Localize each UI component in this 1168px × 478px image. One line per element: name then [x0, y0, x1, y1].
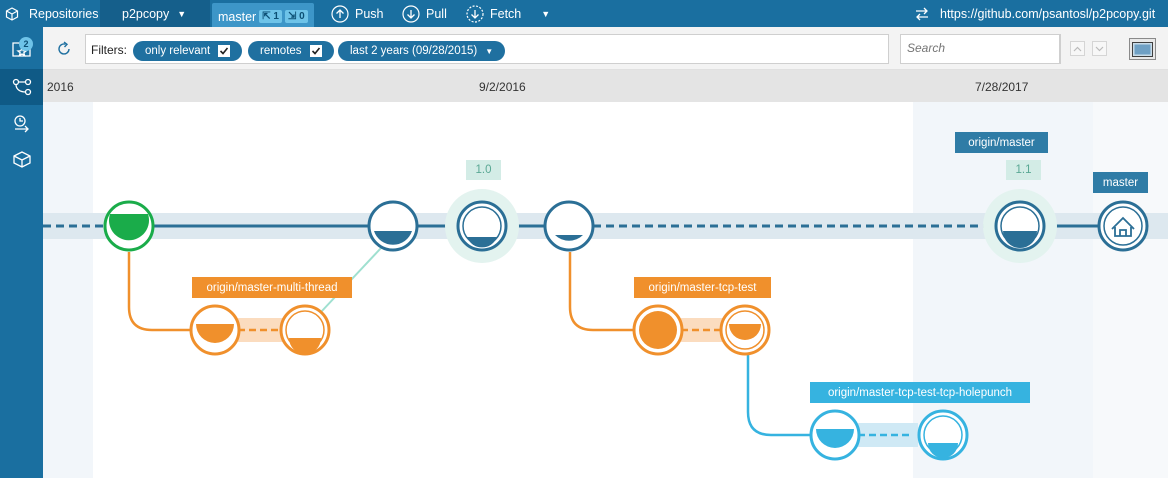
chevron-down-icon: ▼ — [177, 8, 187, 19]
arrow-up-circle-icon — [331, 4, 349, 23]
checkmark-icon — [311, 47, 320, 55]
chevron-down-icon — [1095, 46, 1104, 51]
branch-explorer-graph: origin/master-multi-thread origin/master… — [43, 102, 1168, 478]
branch-explorer-icon — [12, 78, 31, 96]
search-divider — [1060, 34, 1061, 64]
filter-only-relevant-label: only relevant — [145, 45, 211, 57]
changeset-master-head[interactable] — [1097, 200, 1149, 252]
changeset-main-2[interactable] — [543, 200, 595, 252]
ahead-badge: ⇱ 1 — [259, 10, 282, 23]
timeline-date-end: 7/28/2017 — [975, 80, 1029, 94]
search-prev-button[interactable] — [1070, 41, 1085, 56]
branch-name: master — [218, 9, 257, 24]
repo-name: p2pcopy — [122, 6, 170, 21]
label-master[interactable]: master — [1093, 172, 1148, 193]
packages-icon — [12, 151, 31, 168]
ahead-count: 1 — [273, 11, 279, 22]
repositories-button[interactable]: Repositories — [5, 0, 98, 27]
branch-selector[interactable]: master ⇱ 1 ⇲ 0 — [212, 3, 314, 30]
filter-date-range[interactable]: last 2 years (09/28/2015) ▼ — [338, 41, 506, 61]
pull-label: Pull — [426, 6, 447, 21]
pull-button[interactable]: Pull — [402, 0, 447, 27]
changeset-multi-thread-2[interactable] — [279, 304, 331, 356]
changeset-holepunch-2[interactable] — [917, 409, 969, 461]
repositories-label: Repositories — [29, 6, 99, 21]
sidebar-item-history[interactable] — [0, 105, 43, 141]
changeset-multi-thread-1[interactable] — [189, 304, 241, 356]
filter-bar: Filters: only relevant remotes last 2 ye… — [43, 27, 1168, 70]
only-relevant-checkbox[interactable] — [218, 45, 231, 57]
sidebar-item-changes[interactable]: 2 — [0, 31, 43, 67]
push-button[interactable]: Push — [331, 0, 384, 27]
changeset-tcp-test-1[interactable] — [632, 304, 684, 356]
fetch-dropdown-icon[interactable]: ▼ — [541, 8, 551, 19]
sidebar-item-packages[interactable] — [0, 141, 43, 177]
period-band-left — [43, 102, 93, 478]
behind-count: 0 — [299, 11, 305, 22]
top-toolbar: Repositories p2pcopy ▼ master ⇱ 1 ⇲ 0 Pu… — [0, 0, 1168, 30]
changeset-origin-master[interactable] — [994, 200, 1046, 252]
repo-selector[interactable]: p2pcopy ▼ — [100, 0, 210, 27]
checkmark-icon — [220, 47, 229, 55]
chevron-up-icon — [1073, 46, 1082, 51]
timeline-header: 2016 9/2/2016 7/28/2017 — [43, 70, 1168, 102]
sidebar-item-branch-explorer[interactable] — [0, 69, 43, 105]
search-box — [900, 34, 1060, 64]
search-input[interactable] — [901, 35, 1041, 61]
behind-badge: ⇲ 0 — [284, 10, 308, 23]
left-sidebar: 2 — [0, 27, 43, 478]
label-origin-master[interactable]: origin/master — [955, 132, 1048, 153]
chevron-down-icon: ▼ — [485, 46, 494, 56]
changeset-green[interactable] — [103, 200, 155, 252]
filter-remotes[interactable]: remotes — [248, 41, 334, 61]
filter-date-range-label: last 2 years (09/28/2015) — [350, 45, 478, 57]
sync-button[interactable] — [914, 0, 930, 27]
changeset-tcp-test-2[interactable] — [719, 304, 771, 356]
home-icon — [1111, 216, 1135, 237]
timeline-date-middle: 9/2/2016 — [479, 80, 526, 94]
push-label: Push — [355, 6, 384, 21]
filter-only-relevant[interactable]: only relevant — [133, 41, 243, 61]
changeset-main-1[interactable] — [367, 200, 419, 252]
changeset-tag-1-0[interactable] — [456, 200, 508, 252]
holepunch-branch-path — [746, 354, 811, 437]
label-holepunch[interactable]: origin/master-tcp-test-tcp-holepunch — [810, 382, 1030, 403]
refresh-icon[interactable] — [56, 41, 72, 57]
panel-layout-icon — [1132, 41, 1153, 57]
remote-url: https://github.com/psantosl/p2pcopy.git — [940, 6, 1156, 21]
cube-icon — [5, 6, 19, 21]
graph-canvas — [43, 102, 1168, 478]
tcp-test-branch-path — [568, 252, 635, 332]
period-band-far-right — [1093, 102, 1168, 478]
history-icon — [13, 115, 29, 133]
label-tcp-test[interactable]: origin/master-tcp-test — [634, 277, 771, 298]
changeset-holepunch-1[interactable] — [809, 409, 861, 461]
layout-toggle-button[interactable] — [1129, 38, 1156, 60]
label-multi-thread[interactable]: origin/master-multi-thread — [192, 277, 352, 298]
timeline-date-start: 2016 — [47, 80, 74, 94]
tag-1-1[interactable]: 1.1 — [1006, 160, 1041, 180]
filter-remotes-label: remotes — [260, 45, 302, 57]
fetch-button[interactable]: Fetch ▼ — [466, 0, 550, 27]
multi-thread-branch-path — [127, 252, 192, 332]
remotes-checkbox[interactable] — [309, 45, 322, 57]
arrow-down-circle-icon — [402, 4, 420, 23]
changes-badge: 2 — [19, 37, 33, 51]
tag-1-0[interactable]: 1.0 — [466, 160, 501, 180]
fetch-label: Fetch — [490, 6, 522, 21]
fetch-icon — [466, 4, 484, 23]
sync-arrows-icon — [916, 7, 928, 20]
search-next-button[interactable] — [1092, 41, 1107, 56]
filter-box: Filters: only relevant remotes last 2 ye… — [85, 34, 889, 64]
filters-label: Filters: — [91, 43, 127, 57]
